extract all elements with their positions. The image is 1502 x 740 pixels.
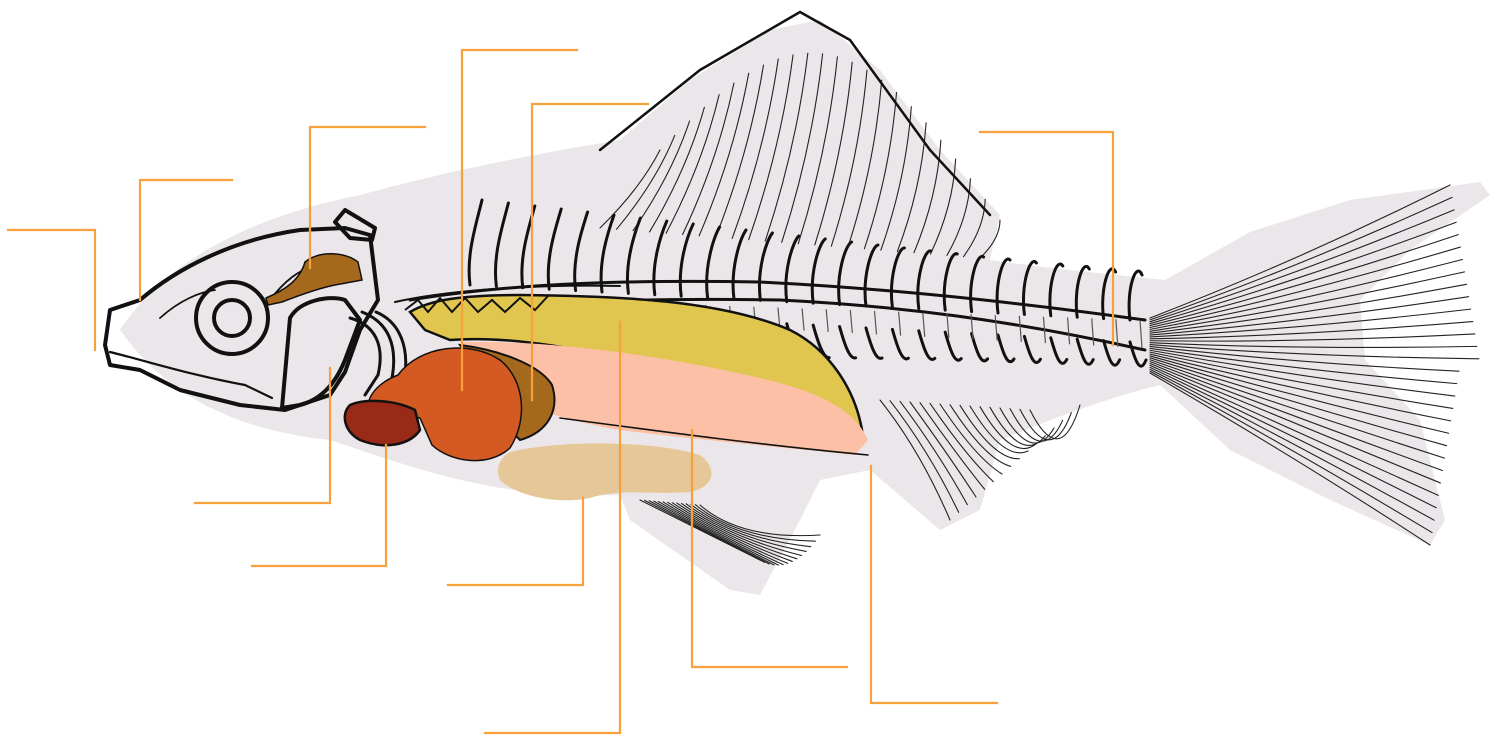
leader-line-mouth	[8, 230, 95, 350]
intestine-organ	[498, 443, 711, 500]
leader-line-intestine	[448, 498, 583, 585]
body-silhouette	[120, 20, 1490, 595]
heart-organ	[345, 401, 420, 445]
leader-line-heart	[252, 445, 386, 566]
